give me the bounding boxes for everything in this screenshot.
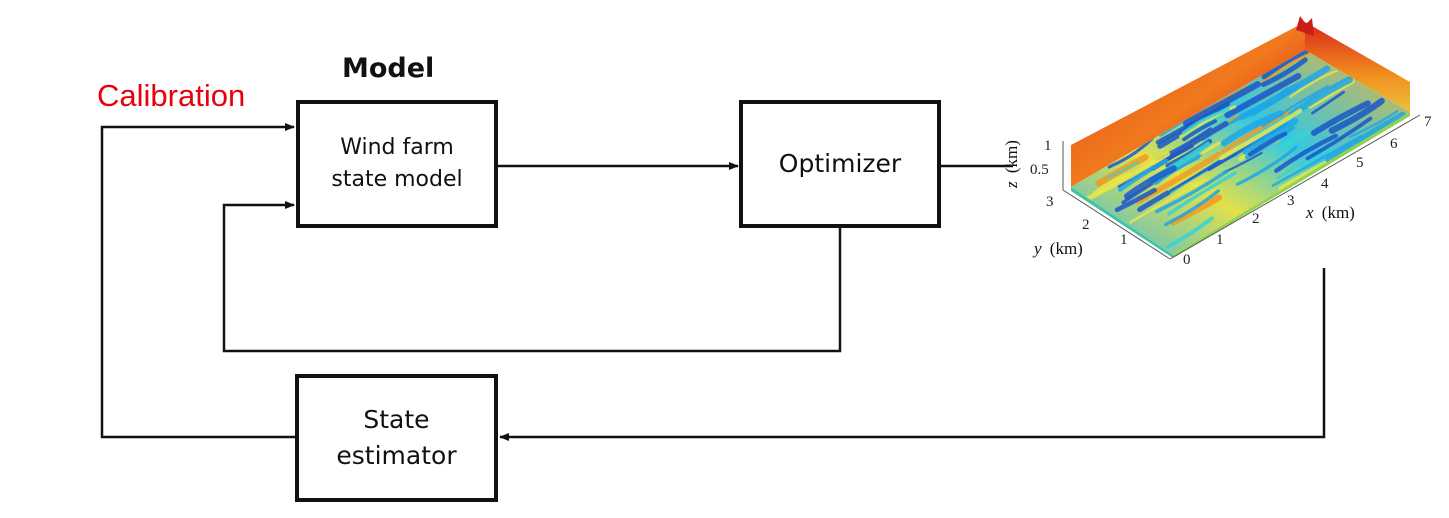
x-tick-label: 7 (1424, 114, 1432, 130)
optimizer-label: Optimizer (778, 148, 902, 178)
z-axis-unit: (km) (1002, 140, 1021, 173)
wake-streak (1305, 116, 1373, 161)
wake-streak (1328, 97, 1385, 134)
wake-streak (1114, 187, 1157, 213)
wake-streak (1311, 90, 1345, 115)
wake-streak (1123, 165, 1177, 200)
flow-field-back-wall (1071, 22, 1305, 187)
wake-streak (1129, 178, 1207, 224)
x-axis-label: x (km) (1305, 203, 1355, 222)
y-tick-label: 2 (1082, 217, 1090, 233)
wake-streak (1261, 84, 1330, 128)
plant-to-estimator-connector (499, 268, 1326, 441)
wake-streak (1260, 57, 1308, 88)
wake-streak (1179, 105, 1237, 138)
wake-streak (1086, 151, 1171, 201)
wake-streak (1106, 161, 1139, 179)
flow-field-right-edge (1173, 112, 1410, 258)
wake-streak (1181, 108, 1230, 135)
wake-streak (1169, 158, 1223, 192)
wake-streak (1107, 137, 1154, 169)
wake-streak (1224, 72, 1302, 119)
z-axis-variable: z (1002, 181, 1021, 189)
wake-streak (1281, 65, 1331, 96)
x-tick-label: 6 (1390, 136, 1398, 152)
x-axis-variable: x (1305, 203, 1314, 222)
calibration-label: Calibration (97, 78, 246, 113)
wind-farm-state-model-block: Wind farm state model (296, 100, 498, 228)
x-tick-label: 1 (1216, 232, 1224, 248)
model-title: Model (342, 53, 435, 84)
optimizer-block: Optimizer (739, 100, 941, 228)
wind-farm-state-model-label: Wind farm state model (331, 135, 463, 192)
wake-streak (1182, 119, 1218, 142)
x-tick-label: 2 (1252, 211, 1260, 227)
flow-field-front-edge (1071, 187, 1173, 258)
wake-streak (1311, 100, 1371, 136)
y-tick-label: 1 (1120, 232, 1128, 248)
flow-field-spike (1296, 16, 1314, 36)
x-tick-label: 3 (1287, 193, 1295, 209)
wake-streak (1261, 51, 1312, 83)
y-axis-variable: y (1032, 239, 1042, 258)
wake-streak (1155, 169, 1229, 214)
optimizer-feedback-connector (222, 201, 842, 353)
wake-streak (1166, 216, 1214, 249)
wake-streak (1218, 108, 1303, 161)
z-axis-label: z (km) (1002, 140, 1021, 189)
wake-streak (1117, 158, 1169, 192)
y-tick-label: 3 (1046, 194, 1054, 210)
wake-streak (1289, 69, 1338, 98)
state-estimator-label: State estimator (336, 404, 457, 470)
calibration-connector (100, 123, 297, 439)
wake-streak (1276, 129, 1310, 154)
wind-farm-flow-field-plot: 1 0.5 z (km) 3 2 1 y (km) 0 1 2 3 4 5 6 … (1002, 16, 1432, 268)
x-tick-label: 5 (1356, 155, 1364, 171)
y-axis-label: y (km) (1032, 239, 1083, 258)
y-axis-unit: (km) (1050, 239, 1083, 258)
state-estimator-block: State estimator (295, 374, 498, 502)
wake-streak (1221, 110, 1284, 147)
wake-streak (1274, 133, 1338, 174)
flow-field-end-wall (1305, 22, 1410, 112)
x-axis-unit: (km) (1322, 203, 1355, 222)
z-tick-label: 1 (1044, 138, 1052, 154)
wake-streak (1167, 171, 1237, 216)
wake-streak (1261, 50, 1310, 80)
wake-streak (1235, 146, 1298, 186)
wake-streak (1164, 189, 1220, 227)
x-tick-label: 4 (1321, 176, 1329, 192)
wake-streak (1348, 110, 1399, 139)
wake-streak (1325, 111, 1406, 163)
wake-streak (1242, 117, 1299, 156)
wake-streak (1276, 147, 1333, 180)
wake-streak (1247, 131, 1288, 157)
x-tick-label: 0 (1183, 252, 1191, 268)
wake-streak (1137, 190, 1171, 213)
wake-streak (1182, 81, 1261, 127)
z-tick-label: 0.5 (1030, 162, 1049, 178)
